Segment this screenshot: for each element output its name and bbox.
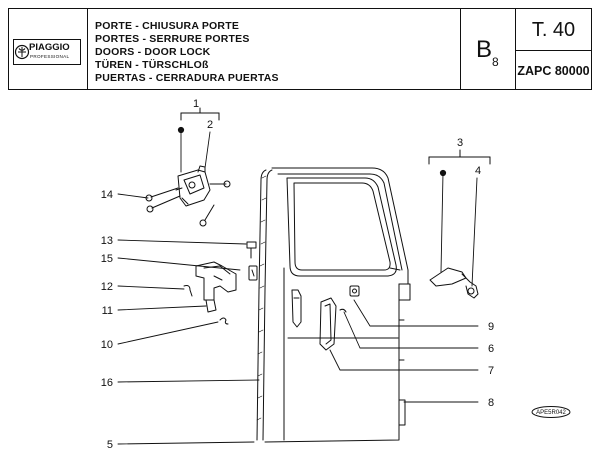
callout-5: 5: [107, 439, 113, 451]
lock-bolt: [246, 241, 257, 259]
drawing-code-bubble: [531, 406, 571, 418]
door-seal-strip: [256, 169, 273, 441]
small-spring: [219, 317, 229, 325]
description-line-de: TÜREN - TÜRSCHLOß: [95, 59, 209, 71]
spring-pin: [183, 285, 193, 297]
callout-7: 7: [488, 365, 494, 377]
striker-plate: [248, 265, 258, 281]
callout-1: 1: [193, 98, 199, 110]
callout-10: 10: [101, 339, 113, 351]
callout-8: 8: [488, 397, 494, 409]
title-block: PIAGGIO PROFESSIONAL PORTE - CHIUSURA PO…: [8, 8, 592, 90]
drawing-code: APE5R042: [536, 410, 566, 416]
release-lever: [205, 299, 217, 313]
callout-13: 13: [101, 235, 113, 247]
callout-3: 3: [457, 137, 463, 149]
logo-wordmark: PIAGGIO: [29, 42, 70, 53]
description-line-fr: PORTES - SERRURE PORTES: [95, 33, 250, 45]
description-cell: PORTE - CHIUSURA PORTE PORTES - SERRURE …: [88, 9, 461, 89]
description-line-it: PORTE - CHIUSURA PORTE: [95, 20, 240, 32]
table-cell: T. 40 ZAPC 80000: [516, 9, 591, 89]
callout-9: 9: [488, 321, 494, 333]
callout-brackets: [180, 107, 491, 165]
callout-15: 15: [101, 253, 113, 265]
remote-control: [319, 297, 347, 351]
logo-subtitle: PROFESSIONAL: [30, 54, 70, 59]
table-number: T. 40: [516, 9, 591, 51]
inner-handle: [291, 289, 302, 328]
callout-11: 11: [102, 305, 113, 317]
piaggio-logo: PIAGGIO PROFESSIONAL: [13, 39, 81, 65]
section-subscript: 8: [492, 55, 499, 69]
door-lock-assembly: [175, 165, 211, 207]
section-letter: B: [476, 36, 493, 63]
callout-14: 14: [101, 189, 113, 201]
piaggio-emblem-icon: [13, 39, 81, 65]
lock-cylinder: [349, 285, 360, 297]
callout-16: 16: [101, 377, 113, 389]
leader-lines: [117, 129, 479, 445]
description-line-en: DOORS - DOOR LOCK: [95, 46, 211, 58]
callout-2: 2: [207, 119, 213, 131]
callout-4: 4: [475, 165, 481, 177]
model-code: ZAPC 80000: [517, 64, 590, 78]
callout-6: 6: [488, 343, 494, 355]
door-panel: [264, 167, 411, 443]
description-line-es: PUERTAS - CERRADURA PUERTAS: [95, 72, 279, 84]
section-cell: B 8: [461, 9, 516, 89]
callout-12: 12: [101, 281, 113, 293]
outer-handle: [429, 267, 479, 299]
logo-cell: PIAGGIO PROFESSIONAL: [9, 9, 88, 89]
